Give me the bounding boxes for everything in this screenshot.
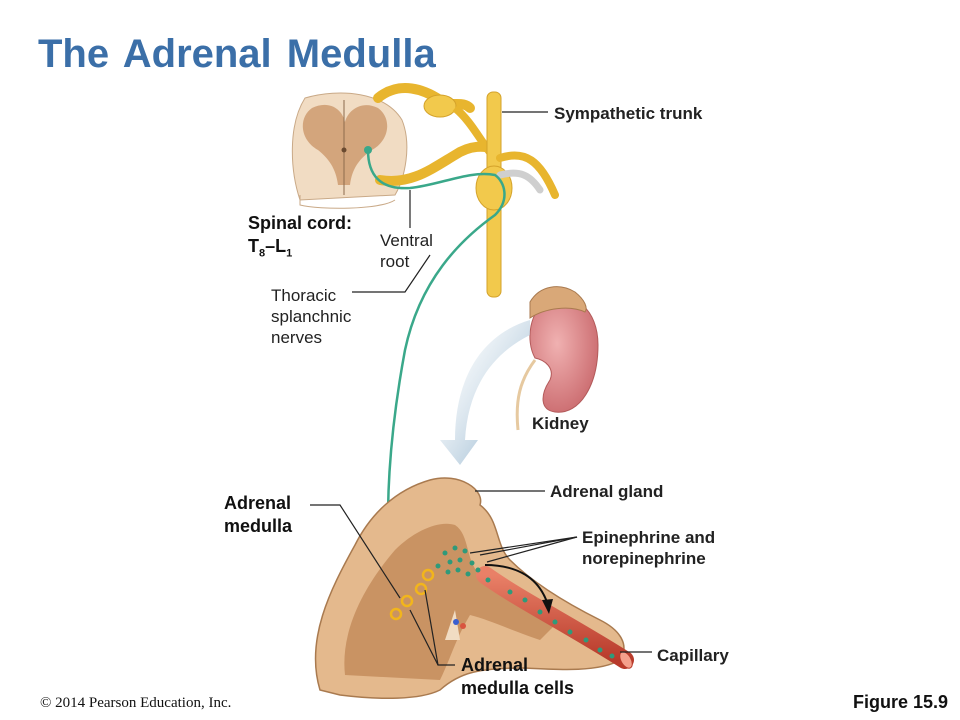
label-seg-l-sub: 1 xyxy=(286,247,293,260)
label-thoracic-3: nerves xyxy=(271,328,323,347)
label-epi-2: norepinephrine xyxy=(582,549,706,568)
medulla-cells xyxy=(389,568,435,621)
label-ventral-root-2: root xyxy=(380,252,410,271)
sympathetic-trunk xyxy=(373,83,559,298)
label-capillary: Capillary xyxy=(657,646,729,665)
secretion-arrow xyxy=(484,564,549,606)
label-sympathetic-trunk: Sympathetic trunk xyxy=(554,104,703,123)
label-adrenal-medulla-2: medulla xyxy=(224,516,293,536)
label-ventral-root-1: Ventral xyxy=(380,231,433,250)
label-epinephrine: Epinephrine and norepinephrine xyxy=(582,527,715,569)
label-adrenal-gland: Adrenal gland xyxy=(550,482,664,501)
leader-lines xyxy=(310,111,652,666)
copyright: © 2014 Pearson Education, Inc. xyxy=(40,695,232,711)
kidney xyxy=(515,286,599,431)
label-seg-l: –L xyxy=(265,236,287,256)
label-adrenal-medulla: Adrenal medulla xyxy=(224,492,292,538)
label-kidney: Kidney xyxy=(532,414,589,433)
label-seg-t: T xyxy=(248,236,259,256)
label-medulla-cells-1: Adrenal xyxy=(461,655,529,675)
label-spinal-cord-segments: T8–L1 xyxy=(248,235,352,266)
spinal-cord xyxy=(291,92,408,209)
capillary xyxy=(476,566,634,669)
label-medulla-cells: Adrenal medulla cells xyxy=(461,654,574,700)
hormone-granules xyxy=(435,545,615,659)
label-ventral-root: Ventral root xyxy=(380,230,433,272)
adrenal-gland xyxy=(314,477,625,699)
label-thoracic-2: splanchnic xyxy=(271,307,352,326)
label-spinal-cord: Spinal cord: T8–L1 xyxy=(248,212,352,266)
label-adrenal-medulla-1: Adrenal xyxy=(224,493,292,513)
label-seg-t-sub: 8 xyxy=(259,247,266,260)
label-thoracic-splanchnic: Thoracic splanchnic nerves xyxy=(271,285,351,348)
label-epi-1: Epinephrine and xyxy=(582,528,716,547)
figure-number: Figure 15.9 xyxy=(852,692,948,712)
label-medulla-cells-2: medulla cells xyxy=(461,678,575,698)
page-title: The Adrenal Medulla xyxy=(38,32,436,76)
zoom-arrow xyxy=(440,320,530,465)
label-thoracic-1: Thoracic xyxy=(271,286,337,305)
label-spinal-cord-line1: Spinal cord: xyxy=(248,213,353,233)
